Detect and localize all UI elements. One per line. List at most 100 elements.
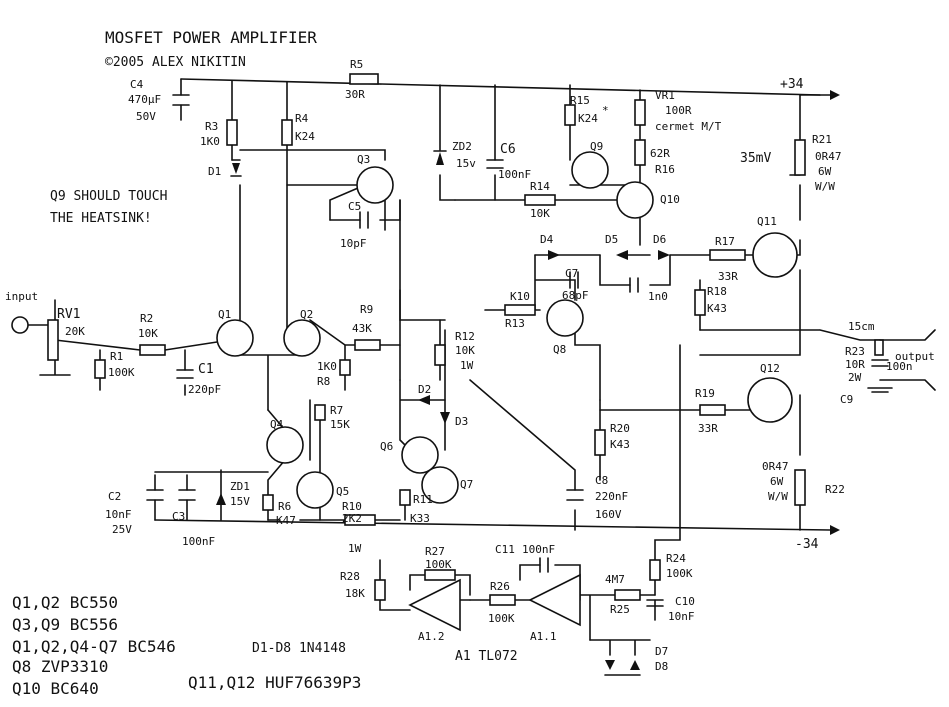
value-R5: 30R [345,88,365,101]
zener-ZD1 [216,493,226,505]
value-R12: 10K [455,344,475,357]
resistor-R7 [314,404,326,421]
transistor-Q2 [283,319,321,357]
value-C9: 100n [886,360,913,373]
diode-D3 [440,412,450,424]
capacitor-C6 [486,159,504,169]
transistor-Q4 [266,426,304,464]
value-R28: 18K [345,587,365,600]
trimmer-VR1 [634,99,646,126]
input-jack [11,316,29,334]
value-R6: K47 [276,514,296,527]
type-R21: W/W [815,180,835,193]
neg-rail-label: -34 [795,537,819,552]
value-R9: 43K [352,322,372,335]
pot-RV1 [47,319,59,361]
label-ZD1: ZD1 [230,480,250,493]
parts-list-opamp: A1 TL072 [455,649,518,664]
label-R9: R9 [360,303,373,316]
label-C6: C6 [500,142,516,157]
parts-list-mosfets: Q11,Q12 HUF76639P3 [188,673,361,692]
voltage-C4: 50V [136,110,156,123]
label-Q9: Q9 [590,140,603,153]
value-1n0-cap: 1n0 [648,290,668,303]
capacitor-C3 [178,489,196,501]
capacitor-1n0 [629,277,639,293]
resistor-R21 [794,139,806,176]
value-VR1: 100R [665,104,692,117]
diode-D8 [630,660,640,670]
transistor-Q10 [616,181,654,219]
label-R15: R15 [570,94,590,107]
component-symbols [11,73,936,670]
transistor-Q7 [421,466,459,504]
zener-ZD2 [436,152,444,165]
resistor-R4 [281,119,293,146]
resistor-R28 [374,579,386,601]
value-C5: 10pF [340,237,367,250]
value-R21: 0R47 [815,150,842,163]
resistor-R26 [489,594,516,606]
capacitor-C9 [871,359,889,367]
diode-D1 [232,163,240,174]
label-ZD2: ZD2 [452,140,472,153]
value-R1: 100K [108,366,135,379]
value-C2: 10nF [105,508,132,521]
label-VR1: VR1 [655,89,675,102]
label-R25: R25 [610,603,630,616]
parts-list-line-5: Q10 BC640 [12,679,99,698]
label-R5: R5 [350,58,363,71]
label-R2: R2 [140,312,153,325]
type-R22: W/W [768,490,788,503]
label-R1: R1 [110,350,123,363]
transistor-Q6 [401,436,439,474]
label-D1: D1 [208,165,221,178]
label-R3: R3 [205,120,218,133]
heatsink-note-line2: THE HEATSINK! [50,211,152,226]
resistor-R27 [424,569,456,581]
capacitor-C7 [569,271,579,289]
value-R25: 4M7 [605,573,625,586]
parts-list-line-3: Q1,Q2,Q4-Q7 BC546 [12,637,176,656]
output-connector [879,329,936,391]
value-R7: 15K [330,418,350,431]
resistor-R17 [709,249,746,261]
value-RV1: 20K [65,325,85,338]
label-C8: C8 [595,474,608,487]
label-C7: C7 [565,267,578,280]
value-R4: K24 [295,130,315,143]
value-ZD2: 15v [456,157,476,170]
diode-D5 [616,250,628,260]
power-R22: 6W [770,475,784,488]
neg-rail-arrow [830,525,840,535]
value-R23: 10R [845,358,865,371]
value-R18: K43 [707,302,727,315]
label-R28: R28 [340,570,360,583]
transistor-Q5 [296,471,334,509]
cable-label: 15cm [848,320,875,333]
diode-D2 [418,395,430,405]
label-D5: D5 [605,233,618,246]
capacitor-C2 [146,489,164,501]
value-C11: 100nF [522,543,555,556]
power-R10: 1W [348,542,362,555]
value-ZD1: 15V [230,495,250,508]
label-D2: D2 [418,383,431,396]
resistor-R22 [794,469,806,506]
label-D6: D6 [653,233,666,246]
capacitor-C1 [176,369,194,379]
power-R12: 1W [460,359,474,372]
diode-D7 [605,660,615,670]
value-C10: 10nF [668,610,695,623]
resistor-R10 [344,514,376,526]
label-C2: C2 [108,490,121,503]
select-mark-R15: * [602,104,609,117]
labels: MOSFET POWER AMPLIFIER ©2005 ALEX NIKITI… [5,28,935,698]
wiring [19,78,881,676]
label-RV1: RV1 [57,307,80,322]
voltage-C2: 25V [112,523,132,536]
label-R23: R23 [845,345,865,358]
label-R4: R4 [295,112,309,125]
label-Q5: Q5 [336,485,349,498]
heatsink-note-line1: Q9 SHOULD TOUCH [50,189,167,204]
